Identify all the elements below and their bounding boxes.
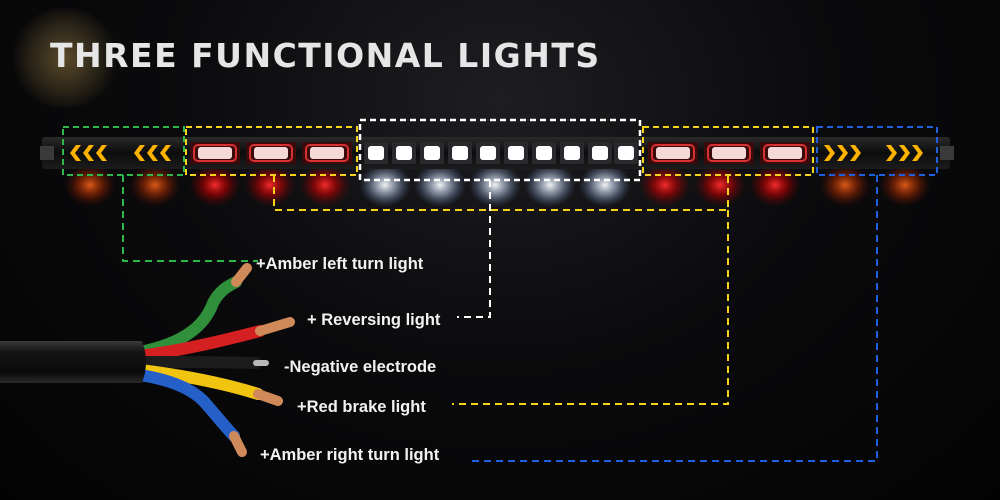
chevron-right-icon <box>899 145 910 161</box>
light-glow <box>469 163 521 207</box>
chevron-right-icon <box>837 145 848 161</box>
light-glow <box>299 163 351 207</box>
red-brake-leds <box>190 142 810 164</box>
red-led-core <box>254 147 288 159</box>
light-glow <box>359 163 411 207</box>
cable-wires <box>134 276 266 442</box>
leader-amber-right <box>470 175 878 462</box>
red-led-halo <box>249 144 293 162</box>
label-red-brake: +Red brake light <box>297 398 426 416</box>
chevron-right-icon <box>850 145 861 161</box>
light-bar <box>40 137 954 169</box>
light-glow <box>579 163 631 207</box>
zone-amber-left <box>62 126 185 176</box>
cable-jacket <box>0 341 146 383</box>
white-led-core <box>452 146 468 160</box>
light-glow <box>129 163 181 207</box>
zone-red-brake-left <box>185 126 358 176</box>
white-led-core <box>368 146 384 160</box>
zone-boxes <box>62 118 938 182</box>
light-glow <box>414 163 466 207</box>
chevron-left-icon <box>83 145 94 161</box>
label-reversing: + Reversing light <box>307 311 441 329</box>
leader-reversing <box>457 180 491 318</box>
chevron-left-icon <box>70 145 81 161</box>
white-led-core <box>396 146 412 160</box>
light-glow <box>749 163 801 207</box>
red-led-core <box>712 147 746 159</box>
light-glow <box>639 163 691 207</box>
white-led-core <box>564 146 580 160</box>
light-glow <box>64 163 116 207</box>
copper-yellow <box>253 389 283 406</box>
chevron-right-icon <box>912 145 923 161</box>
chevron-left-icon <box>160 145 171 161</box>
leader-red-brake-bridge <box>273 175 729 211</box>
wire-black <box>134 356 262 369</box>
zone-amber-right <box>816 126 938 176</box>
chevron-right-icon <box>824 145 835 161</box>
white-led-core <box>592 146 608 160</box>
chevron-left-icon <box>134 145 145 161</box>
light-glow <box>879 163 931 207</box>
copper-strands <box>229 263 295 457</box>
red-led-core <box>310 147 344 159</box>
light-glow <box>819 163 871 207</box>
red-led-core <box>768 147 802 159</box>
white-led-core <box>536 146 552 160</box>
white-led-core <box>480 146 496 160</box>
light-glow <box>694 163 746 207</box>
page-title: THREE FUNCTIONAL LIGHTS <box>50 36 601 75</box>
light-glows <box>64 163 931 207</box>
red-led-halo <box>651 144 695 162</box>
leader-red-brake <box>452 210 729 405</box>
leader-amber-left <box>122 175 258 262</box>
red-led-core <box>198 147 232 159</box>
white-led-core <box>508 146 524 160</box>
red-led-halo <box>763 144 807 162</box>
label-negative-electrode: -Negative electrode <box>284 358 437 376</box>
leader-lines <box>122 175 878 462</box>
white-led-core <box>618 146 634 160</box>
chevron-right-icon <box>886 145 897 161</box>
wire-red <box>134 325 266 362</box>
wire-blue <box>134 369 240 442</box>
light-glow <box>524 163 576 207</box>
left-end-cap <box>40 146 54 160</box>
chevron-left-icon <box>147 145 158 161</box>
red-led-core <box>656 147 690 159</box>
red-led-halo <box>707 144 751 162</box>
amber-left-chevron-icon <box>70 145 171 161</box>
title-glow <box>10 8 120 108</box>
label-amber-right-turn: +Amber right turn light <box>260 446 440 464</box>
chevron-left-icon <box>96 145 107 161</box>
label-amber-left-turn: +Amber left turn light <box>256 255 424 273</box>
copper-red <box>255 317 295 336</box>
light-glow <box>244 163 296 207</box>
zone-reversing <box>358 118 642 182</box>
red-led-halo <box>305 144 349 162</box>
white-led-core <box>424 146 440 160</box>
copper-green <box>231 263 252 287</box>
white-reversing-leds <box>364 142 638 164</box>
copper-blue <box>229 431 247 457</box>
red-led-halo <box>193 144 237 162</box>
amber-right-chevron-icon <box>824 145 923 161</box>
zone-red-brake-right <box>642 126 814 176</box>
wire-green <box>134 276 242 358</box>
light-glow <box>189 163 241 207</box>
right-end-cap <box>940 146 954 160</box>
